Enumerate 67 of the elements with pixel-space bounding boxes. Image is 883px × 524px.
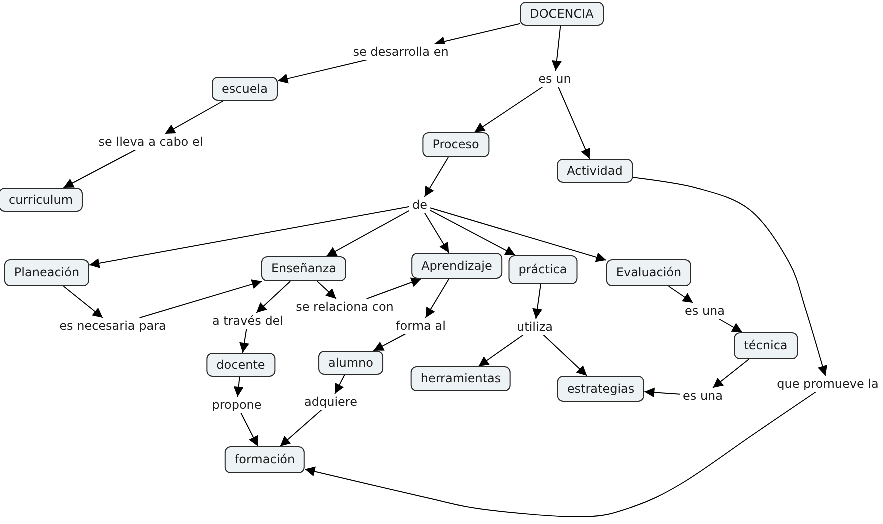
arrow bbox=[277, 60, 368, 84]
arrow bbox=[139, 280, 263, 318]
arrow bbox=[326, 210, 410, 257]
concept-box bbox=[606, 260, 692, 286]
arrow bbox=[373, 334, 406, 352]
concept-label: Proceso bbox=[432, 138, 480, 152]
concept-box bbox=[557, 159, 633, 183]
concept-box bbox=[224, 446, 306, 474]
arrow bbox=[632, 176, 828, 376]
arrow bbox=[63, 150, 136, 188]
arrow bbox=[474, 86, 544, 133]
linking-phrase: de bbox=[410, 197, 430, 213]
arrow bbox=[304, 392, 817, 518]
arrow bbox=[712, 359, 750, 388]
arrow bbox=[434, 23, 521, 47]
arrow bbox=[366, 278, 422, 300]
concept-box bbox=[412, 253, 502, 279]
arrow bbox=[644, 388, 680, 398]
concept-label: escuela bbox=[222, 82, 268, 96]
concept-label: Aprendizaje bbox=[422, 258, 492, 274]
concept-box bbox=[4, 260, 90, 286]
arrow bbox=[430, 208, 607, 262]
concept-label: herramientas bbox=[420, 372, 502, 386]
concept-box bbox=[318, 351, 384, 375]
arrow bbox=[552, 26, 562, 72]
arrow bbox=[425, 278, 450, 318]
concept-box bbox=[261, 256, 347, 282]
concept-label: técnica bbox=[744, 338, 788, 354]
arrow bbox=[234, 376, 244, 398]
arrow bbox=[532, 284, 542, 320]
concept-box bbox=[557, 376, 645, 402]
concept-label: formación bbox=[234, 452, 296, 468]
concept-label: docente bbox=[216, 358, 266, 372]
concept-label: Evaluación bbox=[616, 266, 682, 280]
concept-box bbox=[520, 2, 604, 26]
arrow bbox=[718, 318, 743, 333]
concept-box bbox=[0, 188, 84, 212]
concept-box bbox=[206, 353, 276, 377]
arrow bbox=[334, 374, 346, 394]
concept-label: estrategias bbox=[567, 382, 635, 396]
arrow bbox=[478, 334, 524, 367]
arrow bbox=[668, 286, 694, 304]
concept-label: curriculum bbox=[8, 192, 74, 208]
arrow bbox=[316, 281, 337, 300]
arrow bbox=[164, 100, 224, 134]
concept-box bbox=[410, 366, 512, 392]
concept-box bbox=[212, 77, 278, 101]
concept-label: Planeación bbox=[14, 266, 80, 280]
arrow bbox=[240, 328, 250, 354]
concept-box bbox=[508, 256, 578, 284]
arrow bbox=[424, 157, 449, 198]
arrow bbox=[543, 334, 588, 376]
concept-label: alumno bbox=[328, 356, 374, 370]
arrow bbox=[424, 212, 450, 254]
arrow bbox=[430, 210, 516, 256]
concept-label: Actividad bbox=[567, 164, 623, 178]
arrow bbox=[240, 412, 259, 447]
arrow bbox=[256, 281, 292, 314]
arrow bbox=[63, 286, 104, 318]
arrow bbox=[558, 86, 590, 160]
concept-box bbox=[422, 132, 490, 158]
concept-label: DOCENCIA bbox=[530, 6, 594, 22]
concept-box bbox=[734, 332, 798, 360]
concept-label: Enseñanza bbox=[271, 262, 337, 276]
arrow bbox=[89, 206, 410, 268]
concept-label: práctica bbox=[518, 262, 568, 278]
arrow bbox=[280, 410, 322, 447]
